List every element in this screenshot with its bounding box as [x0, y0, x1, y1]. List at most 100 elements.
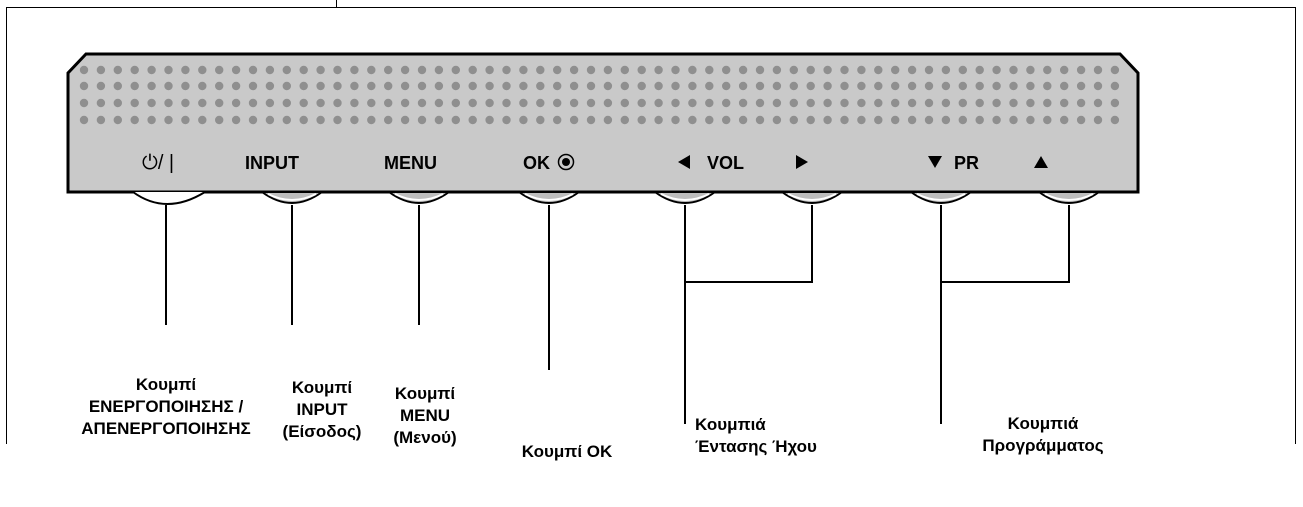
grille-dot: [823, 81, 832, 91]
grille-dot: [231, 81, 241, 91]
grille-dot: [620, 98, 629, 108]
grille-dot: [79, 98, 89, 108]
grille-dot: [536, 81, 545, 91]
grille-dot: [688, 98, 697, 108]
grille-dot: [468, 115, 477, 125]
grille-dot: [451, 81, 460, 91]
grille-dot: [384, 98, 393, 108]
grille-dot: [198, 115, 207, 125]
grille-dot: [1009, 98, 1018, 108]
grille-dot: [1110, 98, 1120, 108]
grille-dot: [1110, 81, 1120, 91]
grille-dot: [485, 81, 494, 91]
menu-button[interactable]: [385, 191, 453, 204]
grille-dot: [384, 65, 393, 75]
grille-dot: [924, 65, 934, 75]
grille-dot: [282, 98, 291, 108]
grille-dot: [333, 115, 342, 125]
grille-dot: [874, 65, 883, 75]
pr-down-button[interactable]: [907, 191, 975, 204]
power-button[interactable]: [132, 191, 206, 205]
grille-dot: [992, 115, 1001, 125]
panel-drawing: [66, 52, 1140, 424]
grille-dot: [975, 115, 984, 125]
grille-dot: [603, 115, 613, 125]
grille-dot: [722, 115, 731, 125]
grille-dot: [198, 81, 207, 91]
grille-dot: [772, 81, 782, 91]
vol-panel-label: VOL: [707, 153, 745, 173]
diagram-frame: [6, 7, 1296, 444]
grille-dot: [637, 81, 646, 91]
grille-dot: [569, 115, 579, 125]
grille-dot: [316, 115, 325, 125]
grille-dot: [147, 98, 156, 108]
grille-dot: [181, 98, 190, 108]
grille-dot: [502, 98, 511, 108]
grille-dot: [265, 65, 275, 75]
grille-dot: [569, 65, 579, 75]
grille-dot: [941, 81, 951, 91]
grille-dot: [400, 98, 410, 108]
frame-tick: [336, 0, 337, 7]
grille-dot: [248, 65, 258, 75]
grille-dot: [316, 81, 325, 91]
grille-dot: [282, 81, 291, 91]
grille-dot: [907, 115, 917, 125]
grille-dot: [1009, 65, 1018, 75]
grille-dot: [857, 81, 866, 91]
grille-dot: [299, 98, 308, 108]
grille-dot: [738, 65, 748, 75]
grille-dot: [1076, 98, 1086, 108]
grille-dot: [1026, 65, 1035, 75]
grille-dot: [874, 98, 883, 108]
pr-up-button[interactable]: [1035, 191, 1103, 204]
grille-dot: [823, 65, 832, 75]
grille-dot: [958, 98, 967, 108]
grille-dot: [857, 115, 866, 125]
grille-dot: [1026, 81, 1035, 91]
grille-dot: [215, 115, 224, 125]
grille-dot: [468, 98, 477, 108]
grille-dot: [231, 65, 241, 75]
grille-dot: [553, 81, 562, 91]
input-button[interactable]: [258, 191, 326, 204]
grille-dot: [806, 115, 815, 125]
grille-dot: [603, 81, 613, 91]
grille-dot: [941, 98, 951, 108]
ok-button[interactable]: [515, 191, 583, 204]
grille-dot: [891, 81, 900, 91]
grille-dot: [1060, 81, 1069, 91]
grille-dot: [400, 65, 410, 75]
grille-dot: [215, 98, 224, 108]
grille-dot: [130, 65, 139, 75]
grille-dot: [434, 115, 444, 125]
vol-down-button[interactable]: [651, 191, 719, 204]
grille-dot: [840, 115, 849, 125]
grille-dot: [248, 98, 258, 108]
grille-dot: [671, 98, 680, 108]
vol-up-button[interactable]: [778, 191, 846, 204]
grille-dot: [96, 65, 106, 75]
grille-dot: [806, 98, 815, 108]
grille-dot: [198, 65, 207, 75]
grille-dot: [350, 65, 359, 75]
grille-dot: [468, 81, 477, 91]
grille-dot: [671, 81, 680, 91]
grille-dot: [586, 98, 596, 108]
grille-dot: [772, 65, 782, 75]
grille-dot: [316, 65, 325, 75]
grille-dot: [417, 115, 427, 125]
grille-dot: [1093, 98, 1103, 108]
vol-right-arrow-icon: [796, 155, 808, 169]
grille-dot: [1076, 81, 1086, 91]
grille-dot: [417, 98, 427, 108]
grille-dot: [299, 65, 308, 75]
grille-dot: [367, 65, 376, 75]
grille-dot: [569, 81, 579, 91]
grille-dot: [113, 115, 123, 125]
grille-dot: [1110, 65, 1120, 75]
grille-dot: [299, 115, 308, 125]
